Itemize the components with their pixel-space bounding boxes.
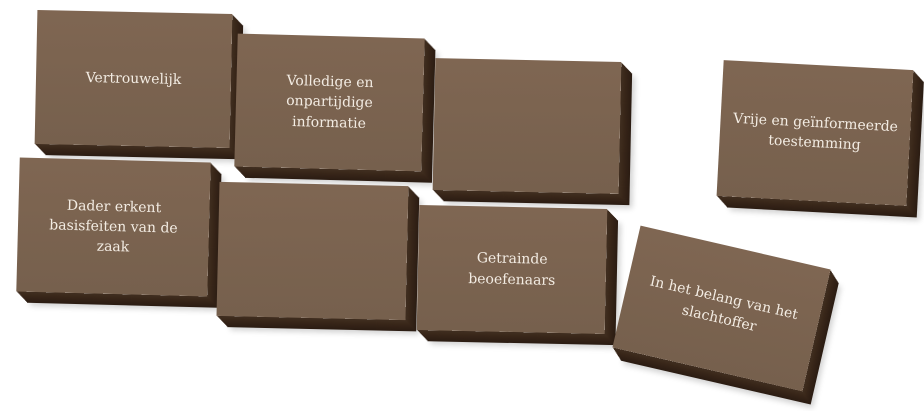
block-label: Dader erkent basisfeiten van de zaak (48, 195, 178, 259)
block-label: Getrainde beoefenaars (468, 248, 556, 290)
block-empty-top (433, 58, 622, 194)
block-label: Vertrouwelijk (85, 68, 181, 90)
block-belang-slachtoffer: In het belang van het slachtoffer (612, 226, 830, 392)
block-volledige-informatie: Volledige en onpartijdige informatie (234, 34, 424, 172)
block-vrije-toestemming: Vrije en geïnformeerde toestemming (717, 60, 914, 206)
block-dader-erkent: Dader erkent basisfeiten van de zaak (16, 158, 210, 297)
block-label: In het belang van het slachtoffer (643, 272, 800, 346)
block-empty-bottom (217, 182, 409, 320)
block-vertrouwelijk: Vertrouwelijk (35, 10, 233, 148)
block-label: Volledige en onpartijdige informatie (285, 71, 374, 134)
block-label: Vrije en geïnformeerde toestemming (732, 108, 899, 157)
block-getrainde-beoefenaars: Getrainde beoefenaars (417, 205, 608, 334)
